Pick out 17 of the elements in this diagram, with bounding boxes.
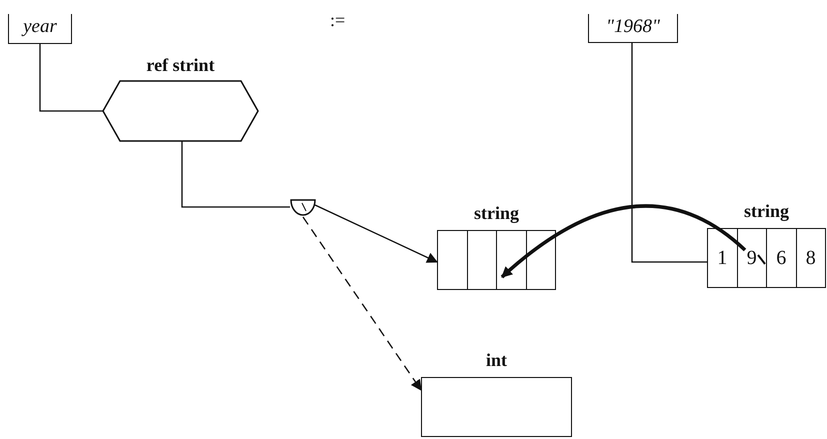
character-text: 6	[776, 246, 786, 270]
type-label: int	[486, 349, 507, 371]
identifier-bracket: "1968"	[588, 14, 678, 43]
arrow	[314, 204, 438, 263]
arrow	[302, 216, 422, 391]
character-text: 1	[717, 246, 728, 270]
identifier-bracket: year	[8, 14, 72, 44]
type-label: ref strint	[146, 54, 215, 76]
character-text: 8	[806, 246, 816, 270]
arrow	[500, 204, 746, 278]
connector-line	[181, 141, 290, 208]
character-text: 9	[746, 246, 757, 270]
connector-line	[39, 44, 103, 112]
type-label: string	[474, 202, 519, 224]
type-label: string	[744, 200, 789, 222]
assignment-symbol: :=	[330, 10, 346, 31]
connector-line	[631, 43, 707, 263]
